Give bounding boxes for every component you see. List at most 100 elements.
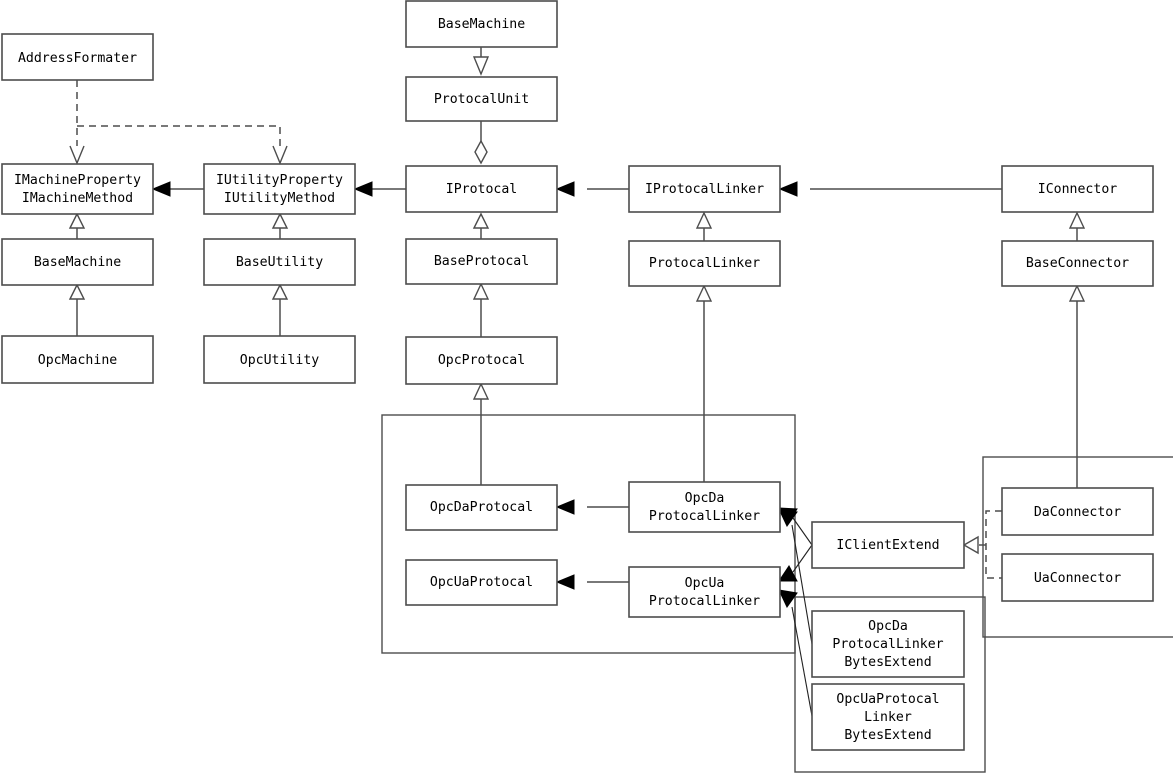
label-base-utility: BaseUtility [236,255,323,270]
arrowhead-hollow-down-protocal-unit [472,56,490,76]
box-protocal-unit[interactable] [405,76,558,122]
label-base-connector: BaseConnector [1026,256,1129,271]
arrowhead-hollow-up-iprotocal-linker [695,211,713,229]
box-iclient-extend[interactable] [811,521,965,569]
arrowhead-hollow-up-iutility [271,212,289,229]
box-opc-da-protocal[interactable] [405,484,558,531]
node-opc-utility[interactable]: OpcUtility [203,335,356,384]
node-iprotocal-linker[interactable]: IProtocalLinker [628,165,781,213]
arrowhead-open-down-imachine [69,145,85,165]
arrowhead-hollow-up-base-protocal [472,282,490,300]
label-iprotocal: IProtocal [446,182,517,197]
box-base-utility[interactable] [203,238,356,286]
node-da-connector[interactable]: DaConnector [1001,487,1154,536]
arrowhead-solid-left-opc-ua-protocal [555,574,575,590]
box-base-protocal[interactable] [405,238,558,285]
node-base-utility[interactable]: BaseUtility [203,238,356,286]
group-client-extend [794,596,986,773]
label-ua-connector: UaConnector [1034,571,1121,586]
box-opc-machine[interactable] [1,335,154,384]
arrowhead-hollow-up-iconnector [1068,211,1086,229]
node-opc-ua-protocal[interactable]: OpcUaProtocal [405,559,558,606]
edge-iclient-extend-to-opc-da-linker [792,517,813,546]
label-base-machine-left: BaseMachine [34,255,121,270]
arrowhead-solid-left-iprotocal-linker [778,181,798,197]
label-protocal-linker: ProtocalLinker [649,256,760,271]
label-iclient-extend: IClientExtend [836,538,939,553]
edges [68,47,1086,717]
node-iclient-extend[interactable]: IClientExtend [811,521,965,569]
arrowhead-solid-opc-ua-linker-a [778,565,798,582]
node-base-protocal[interactable]: BaseProtocal [405,238,558,285]
arrowhead-hollow-left-iclient-extend [962,535,979,555]
box-base-connector[interactable] [1001,240,1154,287]
label-opc-machine: OpcMachine [38,353,117,368]
node-opc-protocal[interactable]: OpcProtocal [405,336,558,385]
node-iconnector[interactable]: IConnector [1001,165,1154,213]
box-base-machine-left[interactable] [1,238,154,286]
label-address-formater: AddressFormater [18,51,137,66]
label-opc-da-protocal: OpcDaProtocal [430,500,533,515]
arrowhead-open-down-iutility [272,145,288,165]
box-protocal-linker[interactable] [628,240,781,287]
box-opc-da-bytes-extend[interactable] [811,610,965,678]
box-opc-protocal[interactable] [405,336,558,385]
node-base-machine-top[interactable]: BaseMachine [405,0,558,48]
node-base-machine-left[interactable]: BaseMachine [1,238,154,286]
box-iutility-property[interactable] [203,163,356,215]
edge-da-bytes-extend-to-opc-da-linker [791,524,813,645]
box-opc-ua-protocal[interactable] [405,559,558,606]
box-imachine-property[interactable] [1,163,154,215]
label-iprotocal-linker: IProtocalLinker [645,182,764,197]
box-opc-ua-bytes-extend[interactable] [811,683,965,751]
box-da-connector[interactable] [1001,487,1154,536]
arrowhead-hollow-up-opc-protocal [472,382,490,400]
arrowhead-hollow-up-imachine [68,212,86,229]
node-ua-connector[interactable]: UaConnector [1001,553,1154,602]
label-opc-protocal: OpcProtocal [438,353,525,368]
node-address-formater[interactable]: AddressFormater [1,33,154,81]
box-address-formater[interactable] [1,33,154,81]
box-opc-utility[interactable] [203,335,356,384]
arrowhead-solid-left-opc-da-protocal [555,499,575,515]
edge-connectors-realize-iclient-extend [985,510,1002,579]
arrowhead-solid-left-iutility [353,181,373,197]
label-base-protocal: BaseProtocal [434,254,529,269]
box-opc-ua-protocal-linker[interactable] [628,566,781,618]
label-opc-utility: OpcUtility [240,353,319,368]
box-ua-connector[interactable] [1001,553,1154,602]
label-base-machine-top: BaseMachine [438,17,525,32]
node-opc-da-protocal[interactable]: OpcDaProtocal [405,484,558,531]
edge-ua-bytes-extend-to-opc-ua-linker [791,606,813,717]
arrowhead-hollow-up-iprotocal [472,212,490,229]
group-protocal-impl [381,414,796,654]
box-iprotocal-linker[interactable] [628,165,781,213]
node-base-connector[interactable]: BaseConnector [1001,240,1154,287]
label-iconnector: IConnector [1038,182,1117,197]
node-protocal-unit[interactable]: ProtocalUnit [405,76,558,122]
box-opc-da-protocal-linker[interactable] [628,481,781,533]
box-iconnector[interactable] [1001,165,1154,213]
arrowhead-solid-opc-da-linker-b [778,508,798,527]
arrowhead-hollow-up-base-machine [68,283,86,300]
edge-iclient-extend-to-opc-ua-linker [792,544,813,573]
arrowhead-hollow-up-protocal-linker [695,284,713,302]
node-opc-machine[interactable]: OpcMachine [1,335,154,384]
box-base-machine-top[interactable] [405,0,558,48]
node-protocal-linker[interactable]: ProtocalLinker [628,240,781,287]
group-connector [982,456,1173,638]
box-iprotocal[interactable] [405,165,558,213]
node-iprotocal[interactable]: IProtocal [405,165,558,213]
